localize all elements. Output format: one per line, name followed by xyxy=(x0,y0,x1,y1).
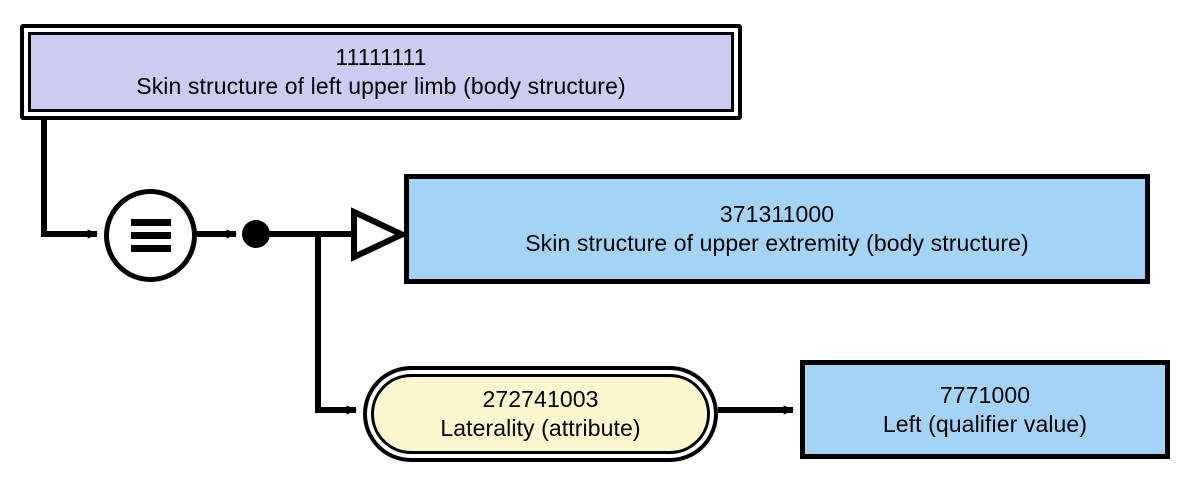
conjunction-dot-icon[interactable] xyxy=(242,220,270,248)
equivalent-to-icon[interactable] xyxy=(104,189,197,282)
focus-concept-sctid: 11111111 xyxy=(335,44,427,71)
focus-concept-body: 11111111 Skin structure of left upper li… xyxy=(28,32,734,112)
attribute-sctid: 272741003 xyxy=(482,386,599,413)
is-a-edge xyxy=(351,207,410,262)
attribute-group-edge xyxy=(269,231,358,415)
attribute-body: 272741003 Laterality (attribute) xyxy=(371,374,710,454)
attribute-value-sctid: 7771000 xyxy=(939,381,1031,408)
focus-concept-term: Skin structure of left upper limb (body … xyxy=(136,73,626,99)
parent-concept-term: Skin structure of upper extremity (body … xyxy=(525,230,1029,256)
attribute-node[interactable]: 272741003 Laterality (attribute) xyxy=(363,366,718,462)
attribute-value-term: Left (qualifier value) xyxy=(882,410,1088,437)
equivalent-bar-1 xyxy=(130,219,171,226)
attribute-term: Laterality (attribute) xyxy=(440,415,641,441)
equivalent-bar-2 xyxy=(130,232,171,239)
equivalent-bar-3 xyxy=(130,245,171,252)
parent-concept-node[interactable]: 371311000 Skin structure of upper extrem… xyxy=(404,174,1150,284)
definition-status-edge xyxy=(41,120,99,239)
focus-concept-node[interactable]: 11111111 Skin structure of left upper li… xyxy=(20,24,742,120)
parent-concept-sctid: 371311000 xyxy=(719,201,835,228)
attribute-value-node[interactable]: 7771000 Left (qualifier value) xyxy=(800,360,1170,459)
